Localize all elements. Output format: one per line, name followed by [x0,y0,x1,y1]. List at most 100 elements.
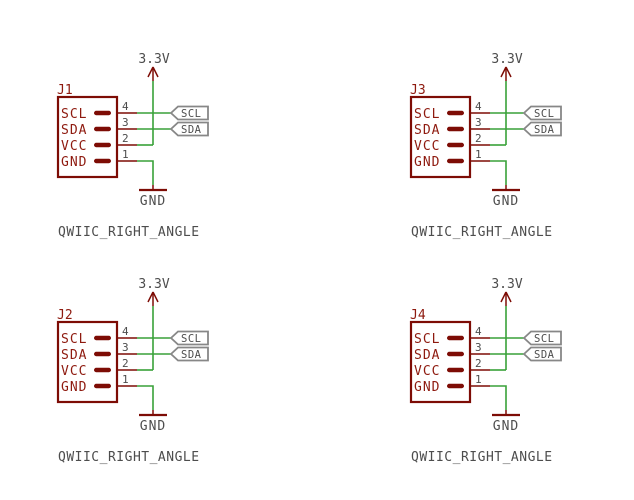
connector-block: 3.3V J1 SCL SDA VCC GND [56,52,209,240]
pin-number-4: 4 [122,100,129,113]
pin-number-2: 2 [475,132,482,145]
wire-gnd [490,160,507,185]
connector-symbol: J4 SCL SDA VCC GND 4 3 2 1 [409,308,490,404]
pin-stub [447,110,464,116]
pin-stub [94,126,111,132]
connector-ref: J4 [410,308,426,323]
power-net-label: 3.3V [491,52,522,67]
pin-name-sda: SDA [414,348,440,363]
pin-number-2: 2 [122,357,129,370]
power-net-label: 3.3V [491,277,522,292]
power-net-label: 3.3V [138,52,169,67]
connector-body [56,320,119,404]
gnd-symbol-icon: GND [492,410,520,434]
wire-gnd [490,385,507,410]
pin-stub [94,110,111,116]
net-label-sda: SDA [522,346,562,362]
connector-block: 3.3V J4 SCL SDA VCC GND [409,277,562,465]
footprint-caption: QWIIC_RIGHT_ANGLE [411,225,553,240]
connector-symbol: J1 SCL SDA VCC GND 4 3 2 1 [56,83,137,179]
pin-name-scl: SCL [414,107,440,122]
net-label-scl-shape [522,105,562,121]
pin-number-1: 1 [475,148,482,161]
pin-stub [447,142,464,148]
pin-name-sda: SDA [61,348,87,363]
pin-name-vcc: VCC [414,139,440,154]
pin-stub [94,142,111,148]
pin-stub [447,351,464,357]
net-label-sda-text: SDA [181,124,202,136]
footprint-caption: QWIIC_RIGHT_ANGLE [411,450,553,465]
pin-stub [447,158,464,164]
pin-name-gnd: GND [414,155,440,170]
pin-number-4: 4 [475,325,482,338]
net-label-sda-text: SDA [181,349,202,361]
pin-stub [94,351,111,357]
net-label-sda-shape [169,346,209,362]
pin-number-2: 2 [122,132,129,145]
pin-name-gnd: GND [414,380,440,395]
pin-stub [94,383,111,389]
net-label-sda: SDA [169,346,209,362]
pin-number-3: 3 [475,116,482,129]
gnd-symbol-icon: GND [139,185,167,209]
connector-symbol: J3 SCL SDA VCC GND 4 3 2 1 [409,83,490,179]
net-label-scl-shape [169,330,209,346]
net-label-scl-text: SCL [534,333,554,345]
pin-name-gnd: GND [61,380,87,395]
net-label-scl-text: SCL [181,333,201,345]
connector-ref: J3 [410,83,426,98]
power-arrow-icon [500,291,512,306]
pin-name-sda: SDA [61,123,87,138]
net-label-sda: SDA [169,121,209,137]
net-label-scl: SCL [169,330,209,346]
pin-number-1: 1 [122,148,129,161]
pin-name-vcc: VCC [61,364,87,379]
connector-body [409,95,472,179]
net-label-sda-shape [522,346,562,362]
pin-name-scl: SCL [61,332,87,347]
pin-name-scl: SCL [414,332,440,347]
net-label-scl-shape [522,330,562,346]
pin-number-1: 1 [475,373,482,386]
connector-body [409,320,472,404]
pin-number-4: 4 [475,100,482,113]
pin-stub [94,367,111,373]
gnd-net-label: GND [140,194,166,209]
connector-ref: J2 [57,308,73,323]
net-label-scl-text: SCL [181,108,201,120]
net-label-sda-shape [522,121,562,137]
power-arrow-icon [147,291,159,306]
power-net-label: 3.3V [138,277,169,292]
connector-symbol: J2 SCL SDA VCC GND 4 3 2 1 [56,308,137,404]
pin-stub [94,158,111,164]
connector-body [56,95,119,179]
pin-stub [447,335,464,341]
connector-block: 3.3V J3 SCL SDA VCC GND [409,52,562,240]
net-label-scl-text: SCL [534,108,554,120]
pin-stub [447,383,464,389]
gnd-symbol-icon: GND [139,410,167,434]
net-label-scl: SCL [169,105,209,121]
pin-stub [447,126,464,132]
pin-stub [94,335,111,341]
pin-number-3: 3 [475,341,482,354]
gnd-net-label: GND [493,419,519,434]
pin-number-4: 4 [122,325,129,338]
footprint-caption: QWIIC_RIGHT_ANGLE [58,225,200,240]
pin-name-sda: SDA [414,123,440,138]
pin-number-1: 1 [122,373,129,386]
pin-name-vcc: VCC [61,139,87,154]
net-label-scl-shape [169,105,209,121]
pin-number-2: 2 [475,357,482,370]
wire-gnd [137,385,154,410]
net-label-scl: SCL [522,105,562,121]
footprint-caption: QWIIC_RIGHT_ANGLE [58,450,200,465]
gnd-net-label: GND [140,419,166,434]
net-label-sda-shape [169,121,209,137]
net-label-sda-text: SDA [534,124,555,136]
net-label-sda: SDA [522,121,562,137]
power-arrow-icon [500,66,512,81]
net-label-scl: SCL [522,330,562,346]
net-label-sda-text: SDA [534,349,555,361]
